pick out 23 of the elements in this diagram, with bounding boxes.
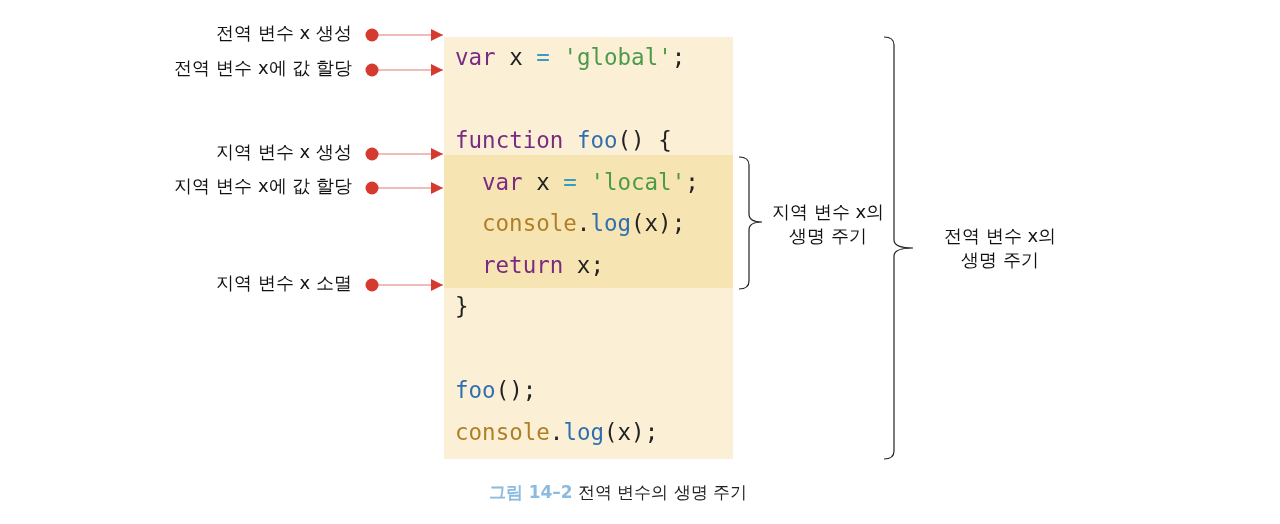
annotation-label: 전역 변수 x에 값 할당 — [174, 56, 352, 80]
code-line: function foo() { — [455, 126, 672, 154]
code-panel — [444, 37, 733, 459]
arrow — [365, 147, 444, 161]
brace-label: 전역 변수 x의 생명 주기 — [942, 224, 1058, 272]
code-line: var x = 'local'; — [482, 168, 699, 196]
annotation-label: 전역 변수 x 생성 — [216, 21, 352, 45]
code-line: var x = 'global'; — [455, 43, 686, 71]
annotation-label: 지역 변수 x에 값 할당 — [174, 174, 352, 198]
code-line: foo(); — [455, 376, 537, 404]
code-block-highlight — [444, 155, 733, 288]
code-line: console.log(x); — [482, 209, 686, 237]
annotation-label: 지역 변수 x 생성 — [216, 140, 352, 164]
figure-caption: 그림 14–2 전역 변수의 생명 주기 — [487, 481, 749, 504]
arrow — [365, 28, 444, 42]
code-line: console.log(x); — [455, 418, 659, 446]
code-line: } — [455, 292, 469, 320]
arrow — [365, 181, 444, 195]
annotation-label: 지역 변수 x 소멸 — [216, 271, 352, 295]
arrow — [365, 278, 444, 292]
arrow — [365, 63, 444, 77]
code-line: return x; — [482, 251, 604, 279]
brace-label: 지역 변수 x의 생명 주기 — [770, 200, 886, 248]
